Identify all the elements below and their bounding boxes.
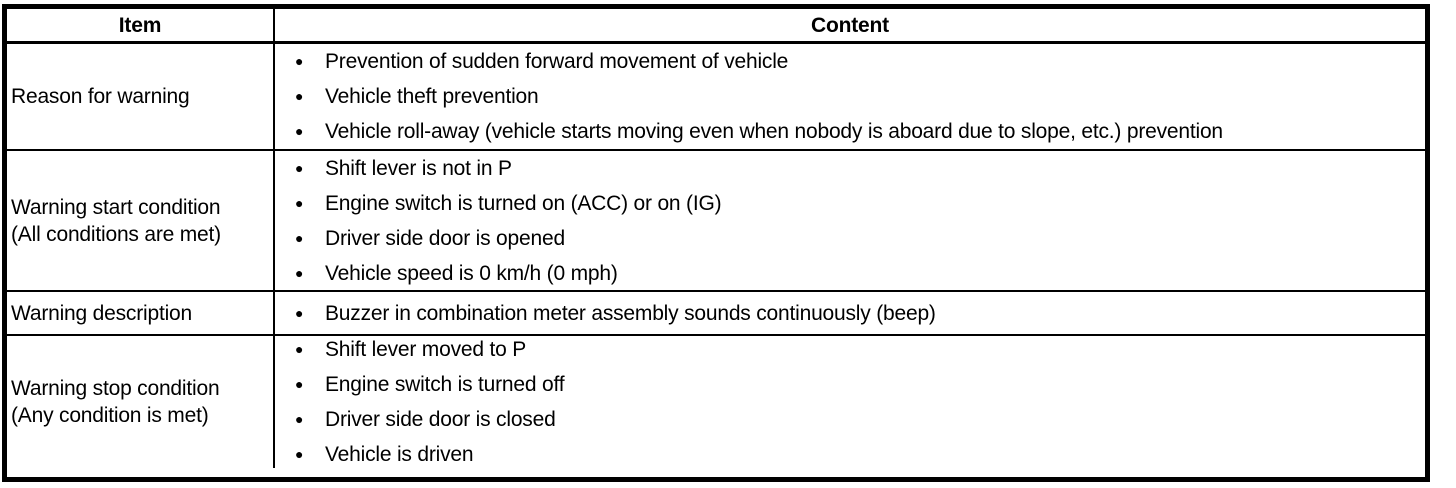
warning-spec-table: Item Content Reason for warning ● Preven… [2,4,1430,482]
bullet-icon: ● [295,304,304,321]
item-label: (Any condition is met) [11,404,209,427]
list-item: ● Buzzer in combination meter assembly s… [295,296,1425,331]
bullet-text: Shift lever is not in P [325,156,512,180]
table-row-warning-start-condition: Warning start condition (All conditions … [7,151,1425,292]
item-label: Reason for warning [11,85,190,108]
item-cell: Warning description [7,292,275,334]
item-label: Warning start condition [11,195,221,219]
bullet-text: Vehicle speed is 0 km/h (0 mph) [325,261,618,285]
list-item: ● Driver side door is closed [295,402,1425,437]
bullet-text: Engine switch is turned off [325,373,565,396]
list-item: ● Vehicle theft prevention [295,79,1425,114]
bullet-text: Prevention of sudden forward movement of… [325,50,789,73]
list-item: ● Vehicle is driven [295,437,1425,468]
table-row-warning-stop-condition: Warning stop condition (Any condition is… [7,336,1425,468]
content-cell: ● Shift lever is not in P ● Engine switc… [275,151,1425,290]
list-item: ● Engine switch is turned on (ACC) or on… [295,186,1425,221]
bullet-text: Vehicle theft prevention [325,85,539,108]
content-cell: ● Buzzer in combination meter assembly s… [275,292,1425,334]
bullet-icon: ● [295,264,304,281]
item-cell: Warning start condition (All conditions … [7,151,275,290]
column-header-content: Content [811,13,889,37]
bullet-text: Driver side door is closed [325,408,556,431]
bullet-text: Shift lever moved to P [325,338,527,361]
column-header-item: Item [7,9,275,41]
bullet-icon: ● [295,123,304,139]
table-row-warning-description: Warning description ● Buzzer in combinat… [7,292,1425,336]
bullet-text: Engine switch is turned on (ACC) or on (… [325,191,722,215]
item-label: (All conditions are met) [11,222,221,246]
content-cell: ● Shift lever moved to P ● Engine switch… [275,336,1425,468]
list-item: ● Driver side door is opened [295,221,1425,256]
bullet-icon: ● [295,341,304,357]
bullet-text: Vehicle roll-away (vehicle starts moving… [325,120,1223,143]
item-cell: Reason for warning [7,44,275,149]
table-row-reason-for-warning: Reason for warning ● Prevention of sudde… [7,44,1425,151]
list-item: ● Shift lever is not in P [295,151,1425,186]
item-cell: Warning stop condition (Any condition is… [7,336,275,468]
bullet-icon: ● [295,53,304,69]
list-item: ● Vehicle roll-away (vehicle starts movi… [295,114,1425,149]
bullet-icon: ● [295,159,304,176]
list-item: ● Prevention of sudden forward movement … [295,44,1425,79]
bullet-icon: ● [295,411,304,427]
bullet-icon: ● [295,446,304,462]
bullet-text: Buzzer in combination meter assembly sou… [325,301,936,325]
bullet-text: Vehicle is driven [325,443,474,466]
content-cell: ● Prevention of sudden forward movement … [275,44,1425,149]
list-item: ● Vehicle speed is 0 km/h (0 mph) [295,256,1425,291]
bullet-icon: ● [295,194,304,211]
list-item: ● Shift lever moved to P [295,336,1425,367]
table-header-row: Item Content [7,9,1425,44]
bullet-text: Driver side door is opened [325,226,565,250]
bullet-icon: ● [295,229,304,246]
list-item: ● Engine switch is turned off [295,367,1425,402]
bullet-icon: ● [295,376,304,392]
item-label: Warning description [11,301,193,325]
bullet-icon: ● [295,88,304,104]
item-label: Warning stop condition [11,377,220,400]
